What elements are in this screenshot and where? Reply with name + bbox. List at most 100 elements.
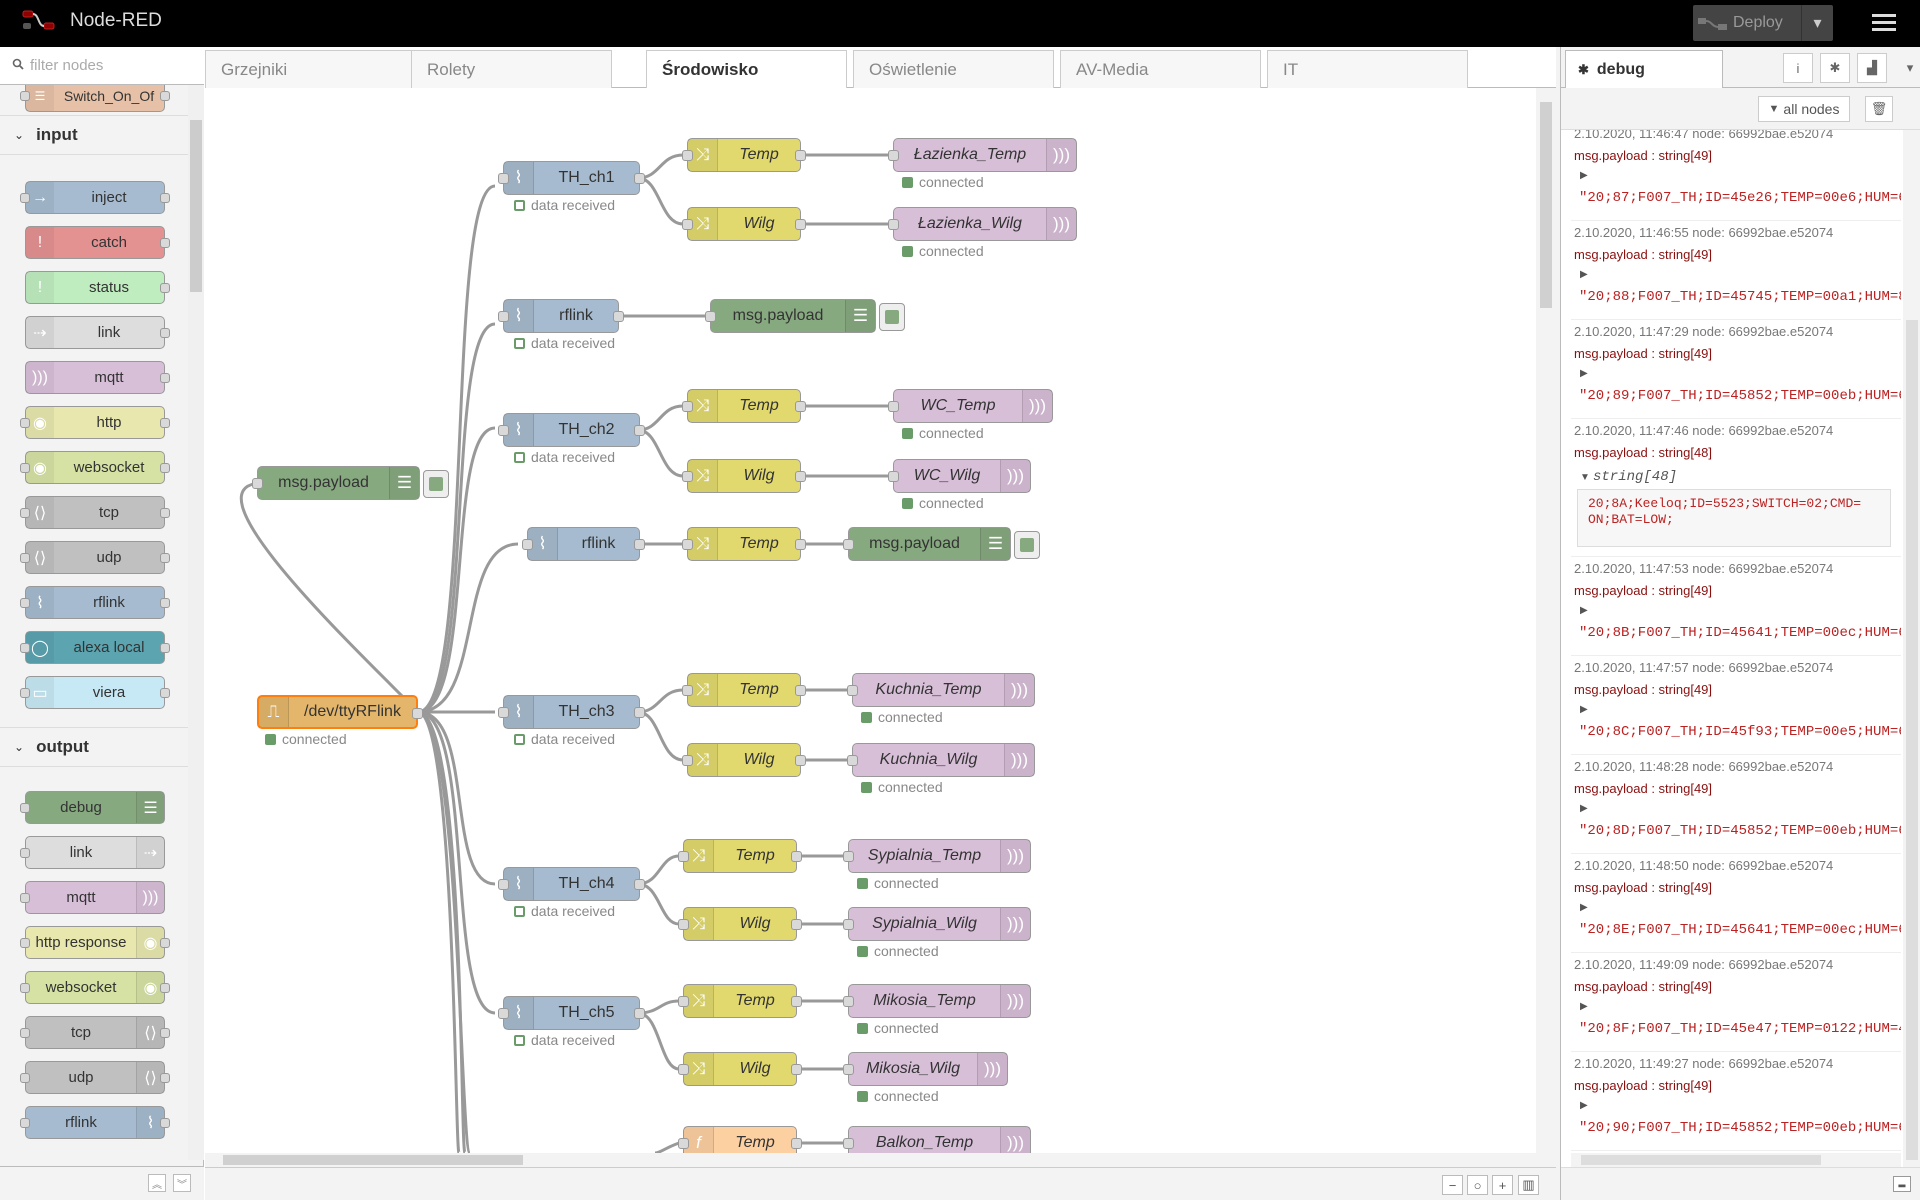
tab-debug[interactable]: ✱ debug bbox=[1565, 50, 1723, 89]
mqtt-node-sypialnia-wilg[interactable]: Sypialnia_Wilg ))) bbox=[843, 907, 1031, 941]
deploy-button[interactable]: Deploy ▾ bbox=[1693, 5, 1833, 41]
mqtt-node-kuchnia-temp[interactable]: Kuchnia_Temp ))) bbox=[847, 673, 1035, 707]
palette-node-link[interactable]: link⇢ bbox=[20, 836, 165, 869]
tab-oswietlenie[interactable]: Oświetlenie bbox=[853, 50, 1054, 88]
change-node-temp-4[interactable]: ⤨ Temp bbox=[682, 673, 806, 707]
change-node-wilg-1[interactable]: ⤨ Wilg bbox=[682, 207, 806, 241]
mqtt-node-wc-temp[interactable]: WC_Temp ))) bbox=[888, 389, 1053, 423]
palette-node-tcp[interactable]: ⟨⟩tcp bbox=[20, 496, 170, 529]
debug-horizontal-scrollbar[interactable] bbox=[1571, 1153, 1901, 1167]
filter-nodes-input[interactable] bbox=[30, 57, 200, 74]
expand-icon[interactable]: ▶ bbox=[1580, 902, 1588, 913]
function-node-temp[interactable]: f Temp bbox=[678, 1126, 802, 1153]
palette-node-udp[interactable]: udp⟨⟩ bbox=[20, 1061, 170, 1094]
mqtt-node-lazienka-wilg[interactable]: Łazienka_Wilg ))) bbox=[888, 207, 1077, 241]
mqtt-node-balkon-temp[interactable]: Balkon_Temp ))) bbox=[843, 1126, 1031, 1153]
debug-message[interactable]: 2.10.2020, 11:47:29 node: 66992bae.e5207… bbox=[1571, 320, 1901, 419]
debug-toggle-button[interactable] bbox=[879, 303, 905, 331]
palette-node-http-response[interactable]: http response◉ bbox=[20, 926, 170, 959]
info-icon[interactable]: i bbox=[1783, 53, 1813, 83]
debug-message[interactable]: 2.10.2020, 11:47:57 node: 66992bae.e5207… bbox=[1571, 656, 1901, 755]
rflink-node-2[interactable]: ⌇ rflink bbox=[522, 527, 645, 561]
dashboard-icon[interactable]: ▟ bbox=[1857, 53, 1887, 83]
palette-node-link[interactable]: ⇢link bbox=[25, 316, 170, 349]
zoom-out-icon[interactable]: − bbox=[1442, 1175, 1463, 1195]
sidebar-toggle-icon[interactable]: ▂ bbox=[1893, 1176, 1911, 1192]
mqtt-node-sypialnia-temp[interactable]: Sypialnia_Temp ))) bbox=[843, 839, 1031, 873]
change-node-wilg-5[interactable]: ⤨ Wilg bbox=[678, 907, 802, 941]
palette-node-rflink[interactable]: rflink⌇ bbox=[20, 1106, 170, 1139]
palette-node-tcp[interactable]: tcp⟨⟩ bbox=[20, 1016, 170, 1049]
debug-toggle-button[interactable] bbox=[1014, 531, 1040, 559]
change-node-temp-1[interactable]: ⤨ Temp bbox=[682, 138, 806, 172]
palette-node-rflink[interactable]: ⌇rflink bbox=[20, 586, 170, 619]
zoom-reset-icon[interactable]: ○ bbox=[1467, 1175, 1488, 1195]
expand-icon[interactable]: ▶ bbox=[1580, 1100, 1588, 1111]
palette-scrollbar[interactable] bbox=[188, 85, 204, 1160]
expand-icon[interactable]: ▶ bbox=[1580, 1001, 1588, 1012]
mqtt-node-kuchnia-wilg[interactable]: Kuchnia_Wilg ))) bbox=[847, 743, 1035, 777]
workspace-vertical-scrollbar[interactable] bbox=[1536, 88, 1556, 1153]
rflink-node-th-ch3[interactable]: ⌇ TH_ch3 bbox=[498, 695, 645, 729]
change-node-temp-6[interactable]: ⤨ Temp bbox=[678, 984, 802, 1018]
palette-node-mqtt[interactable]: )))mqtt bbox=[25, 361, 170, 394]
rflink-node-th-ch4[interactable]: ⌇ TH_ch4 bbox=[498, 867, 645, 901]
sidebar-separator[interactable] bbox=[1556, 47, 1560, 1200]
chevron-down-icon[interactable]: ▾ bbox=[1906, 60, 1914, 75]
debug-message[interactable]: 2.10.2020, 11:49:27 node: 66992bae.e5207… bbox=[1571, 1052, 1901, 1151]
category-output[interactable]: ⌄ output bbox=[0, 727, 188, 767]
workspace[interactable]: msg.payload ☰ ⎍ /dev/ttyRFlink connected… bbox=[205, 88, 1536, 1153]
debug-message[interactable]: 2.10.2020, 11:47:53 node: 66992bae.e5207… bbox=[1571, 557, 1901, 656]
collapse-icon[interactable]: ▼ bbox=[1580, 472, 1590, 483]
expand-icon[interactable]: ▶ bbox=[1580, 704, 1588, 715]
debug-toggle-button[interactable] bbox=[423, 470, 449, 498]
expand-icon[interactable]: ▶ bbox=[1580, 368, 1588, 379]
bug-icon[interactable]: ✱ bbox=[1820, 53, 1850, 83]
palette-node-mqtt[interactable]: mqtt))) bbox=[20, 881, 165, 914]
mqtt-node-mikosia-temp[interactable]: Mikosia_Temp ))) bbox=[843, 984, 1031, 1018]
palette-node-alexa-local[interactable]: ◯alexa local bbox=[20, 631, 170, 664]
mqtt-node-lazienka-temp[interactable]: Łazienka_Temp ))) bbox=[888, 138, 1077, 172]
workspace-horizontal-scrollbar[interactable] bbox=[205, 1153, 1556, 1167]
expand-icon[interactable]: ▶ bbox=[1580, 170, 1588, 181]
all-nodes-filter-button[interactable]: ▼ all nodes bbox=[1758, 96, 1850, 122]
main-menu-icon[interactable] bbox=[1868, 10, 1900, 36]
change-node-temp-2[interactable]: ⤨ Temp bbox=[682, 389, 806, 423]
debug-node-msg-payload-2[interactable]: msg.payload ☰ bbox=[843, 527, 1040, 561]
debug-message[interactable]: 2.10.2020, 11:49:09 node: 66992bae.e5207… bbox=[1571, 953, 1901, 1052]
tab-it[interactable]: IT bbox=[1267, 50, 1468, 88]
navigator-icon[interactable]: ▥ bbox=[1518, 1175, 1539, 1195]
rflink-node-1[interactable]: ⌇ rflink bbox=[498, 299, 624, 333]
serial-node-dev-ttyrflink[interactable]: ⎍ /dev/ttyRFlink bbox=[257, 695, 423, 729]
palette-node-inject[interactable]: →inject bbox=[20, 181, 170, 214]
category-input[interactable]: ⌄ input bbox=[0, 115, 188, 155]
palette-node-viera[interactable]: ▭viera bbox=[20, 676, 170, 709]
palette-node-http[interactable]: ◉http bbox=[20, 406, 170, 439]
mqtt-node-wc-wilg[interactable]: WC_Wilg ))) bbox=[888, 459, 1031, 493]
debug-message[interactable]: 2.10.2020, 11:46:55 node: 66992bae.e5207… bbox=[1571, 221, 1901, 320]
tab-rolety[interactable]: Rolety bbox=[411, 50, 612, 88]
debug-message[interactable]: 2.10.2020, 11:47:46 node: 66992bae.e5207… bbox=[1571, 419, 1901, 557]
rflink-node-th-ch5[interactable]: ⌇ TH_ch5 bbox=[498, 996, 645, 1030]
palette-node-catch[interactable]: !catch bbox=[25, 226, 170, 259]
zoom-in-icon[interactable]: + bbox=[1492, 1175, 1513, 1195]
tab-grzejniki[interactable]: Grzejniki bbox=[205, 50, 433, 88]
debug-message[interactable]: 2.10.2020, 11:48:50 node: 66992bae.e5207… bbox=[1571, 854, 1901, 953]
collapse-all-icon[interactable]: ︽ bbox=[148, 1174, 166, 1192]
trash-icon[interactable]: 🗑 bbox=[1865, 96, 1893, 122]
change-node-wilg-2[interactable]: ⤨ Wilg bbox=[682, 459, 806, 493]
palette-node-websocket[interactable]: ◉websocket bbox=[20, 451, 170, 484]
deploy-dropdown-icon[interactable]: ▾ bbox=[1801, 5, 1833, 41]
change-node-wilg-4[interactable]: ⤨ Wilg bbox=[682, 743, 806, 777]
debug-node-msg-payload-1[interactable]: msg.payload ☰ bbox=[705, 299, 905, 333]
palette-node-udp[interactable]: ⟨⟩udp bbox=[20, 541, 170, 574]
palette-node-websocket[interactable]: websocket◉ bbox=[20, 971, 170, 1004]
palette-node-switch-partial[interactable]: ☰ Switch_On_Of bbox=[20, 85, 170, 112]
tab-av-media[interactable]: AV-Media bbox=[1060, 50, 1261, 88]
debug-message[interactable]: 2.10.2020, 11:46:47 node: 66992bae.e5207… bbox=[1571, 130, 1901, 221]
expand-all-icon[interactable]: ︾ bbox=[173, 1174, 191, 1192]
expand-icon[interactable]: ▶ bbox=[1580, 269, 1588, 280]
rflink-node-th-ch2[interactable]: ⌇ TH_ch2 bbox=[498, 413, 645, 447]
change-node-temp-3[interactable]: ⤨ Temp bbox=[682, 527, 806, 561]
mqtt-node-mikosia-wilg[interactable]: Mikosia_Wilg ))) bbox=[843, 1052, 1008, 1086]
